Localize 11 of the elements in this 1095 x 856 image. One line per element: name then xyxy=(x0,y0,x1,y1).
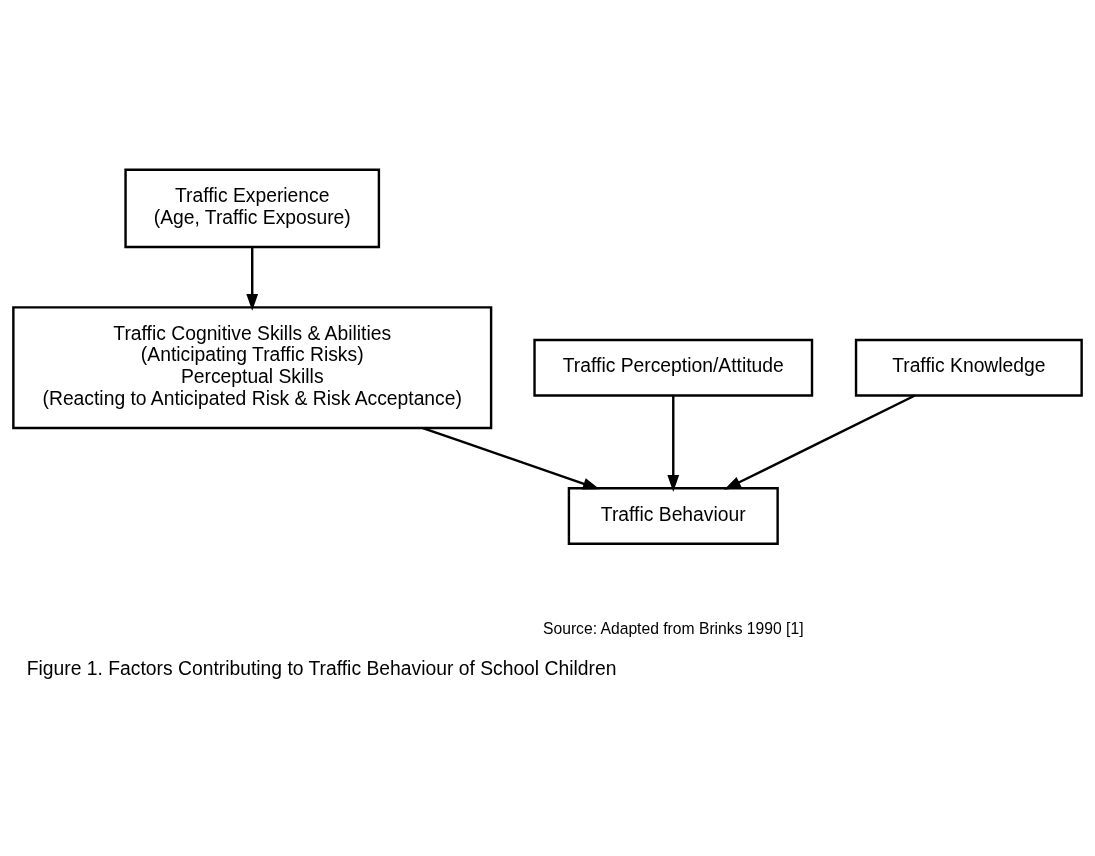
arrow xyxy=(724,394,916,490)
caption: Figure 1. Factors Contributing to Traffic Behaviour of School Children xyxy=(26,658,617,680)
arrow xyxy=(422,426,600,490)
arrow xyxy=(246,247,259,311)
arrow xyxy=(667,395,680,492)
node-box: Traffic Cognitive Skills & Abilities (Anticipating Traffic Risks) Perceptual Skills (Reacting to Anticipated Risk & Risk Acceptance) xyxy=(12,306,493,430)
node-box: Traffic Behaviour xyxy=(567,487,779,546)
node-box: Traffic Knowledge xyxy=(854,338,1083,397)
node-box: Traffic Perception/Attitude xyxy=(533,338,814,397)
node-box: Traffic Experience (Age, Traffic Exposure) xyxy=(124,168,381,249)
label: Source: Adapted from Brinks 1990 [1] xyxy=(543,619,804,637)
